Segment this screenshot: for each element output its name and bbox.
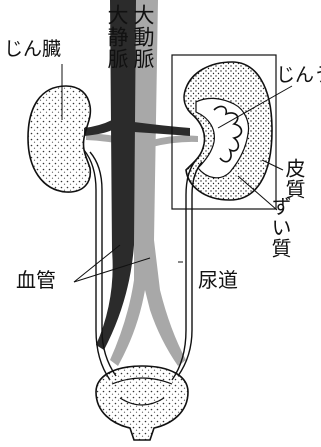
vena-cava-label: 大静脈 <box>106 4 127 70</box>
blood-vessels-label: 血管 <box>16 270 56 290</box>
bladder <box>96 366 188 440</box>
cortex-label: 皮質 <box>284 158 304 200</box>
aorta-label: 大動脈 <box>132 4 153 70</box>
kidney-label: じん臓 <box>4 40 61 59</box>
renal-pelvis-label: じんう <box>276 66 321 85</box>
right-kidney <box>184 62 272 200</box>
ureter-label: 尿道 <box>198 270 238 290</box>
left-kidney <box>28 86 90 192</box>
medulla-label: ずい質 <box>270 196 290 259</box>
